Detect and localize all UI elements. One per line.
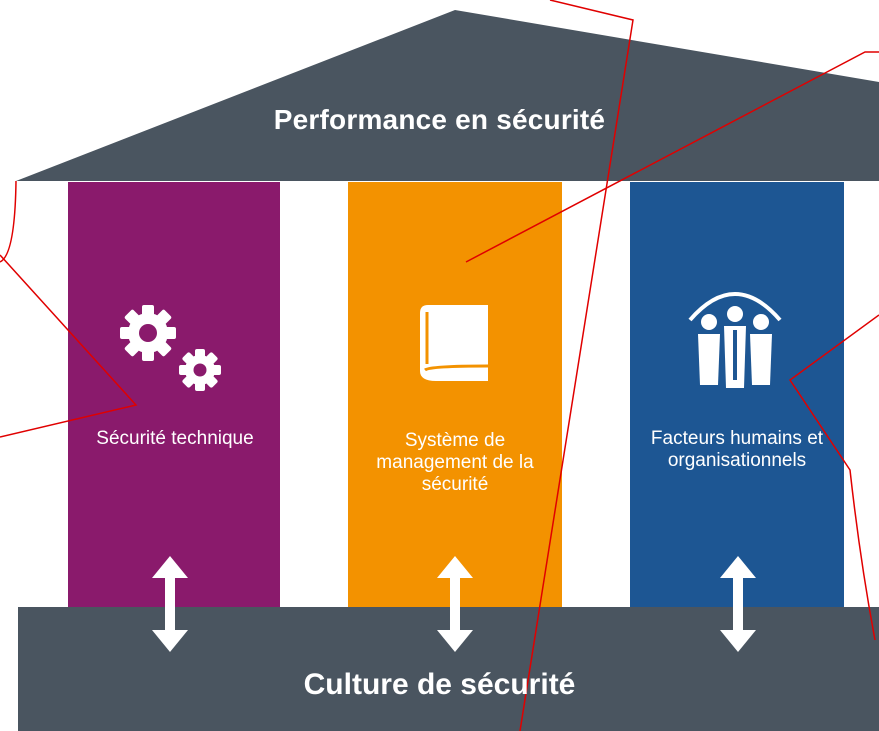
pillar-systeme-management	[348, 182, 562, 608]
annotation-line-1	[519, 0, 634, 731]
annotation-line-5	[788, 314, 879, 641]
roof-title: Performance en sécurité	[273, 104, 606, 135]
pillar-securite-technique	[68, 182, 280, 608]
annotation-line-4	[0, 254, 138, 438]
people-icon	[688, 292, 782, 388]
book-icon	[420, 305, 489, 381]
arrow-up-down-3	[720, 556, 756, 652]
roof	[16, 10, 879, 181]
gears-icon	[120, 305, 221, 391]
annotation-line-3	[0, 180, 17, 263]
annotation-line-2	[465, 51, 879, 263]
pillar-facteurs-humains	[630, 182, 844, 608]
arrow-up-down-2	[437, 556, 473, 652]
pillar-label-securite-technique: Sécurité technique	[96, 428, 254, 449]
pillar-label-systeme-management: Système de management de la sécurité	[376, 430, 534, 495]
base-title: Culture de sécurité	[303, 668, 576, 701]
pillar-label-facteurs-humains: Facteurs humains et organisationnels	[650, 428, 824, 471]
arrow-up-down-1	[152, 556, 188, 652]
